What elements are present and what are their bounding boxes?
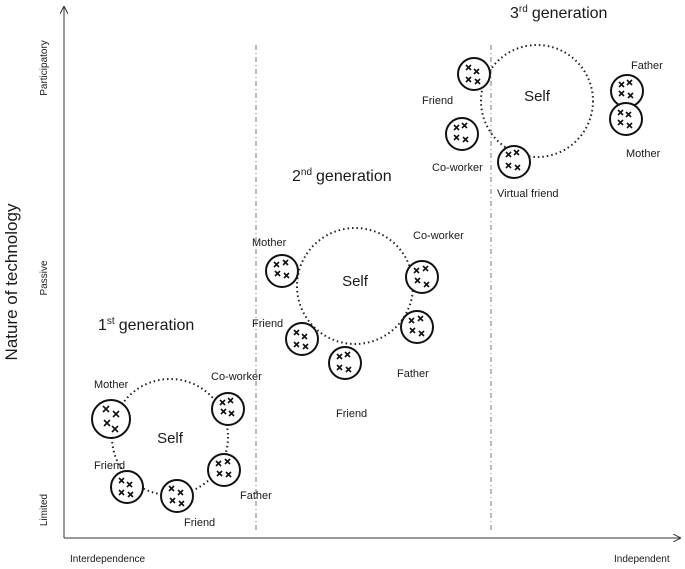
- self-circle-3: [480, 44, 594, 158]
- person-circle: [405, 260, 439, 294]
- x-tick-independent: Independent: [614, 554, 670, 565]
- member-label: Mother: [94, 379, 129, 391]
- person-circle: [445, 117, 479, 151]
- member-mother: Mother: [609, 102, 661, 160]
- crosses-icon: [118, 477, 134, 498]
- member-virtual-friend: Virtual friend: [497, 145, 559, 200]
- crosses-icon: [453, 122, 469, 143]
- person-circle: [400, 310, 434, 344]
- person-circle: [609, 102, 643, 136]
- member-label: Friend: [94, 460, 125, 472]
- member-label: Virtual friend: [497, 188, 559, 200]
- crosses-icon: [168, 485, 185, 507]
- crosses-icon: [505, 149, 521, 171]
- crosses-icon: [219, 397, 235, 417]
- person-circle: [211, 392, 245, 426]
- member-co-worker: Co-worker: [405, 230, 464, 294]
- person-circle: [160, 479, 194, 513]
- member-label: Friend: [336, 408, 367, 420]
- member-label: Mother: [626, 148, 661, 160]
- self-label-3: Self: [524, 88, 551, 105]
- member-co-worker: Co-worker: [211, 371, 262, 426]
- crosses-icon: [618, 79, 634, 99]
- member-label: Friend: [184, 517, 215, 529]
- person-circle: [207, 453, 241, 487]
- self-label-2: Self: [342, 273, 369, 290]
- crosses-icon: [408, 315, 425, 337]
- crosses-icon: [465, 64, 481, 85]
- y-tick-passive: Passive: [39, 260, 50, 295]
- member-father: Father: [397, 310, 434, 380]
- member-co-worker: Co-worker: [432, 117, 483, 174]
- member-label: Mother: [252, 237, 287, 249]
- crosses-icon: [215, 458, 232, 478]
- member-friend: Friend: [160, 479, 215, 529]
- member-label: Father: [631, 60, 663, 72]
- member-father: Father: [207, 453, 272, 502]
- crosses-icon: [617, 109, 633, 129]
- person-circle: [328, 346, 362, 380]
- y-tick-limited: Limited: [39, 494, 50, 526]
- y-tick-participatory: Participatory: [39, 40, 50, 96]
- member-label: Friend: [422, 95, 453, 107]
- member-label: Friend: [252, 318, 283, 330]
- member-friend: Friend: [94, 460, 144, 504]
- member-label: Co-worker: [211, 371, 262, 383]
- member-mother: Mother: [91, 379, 131, 439]
- member-label: Co-worker: [432, 162, 483, 174]
- member-mother: Mother: [252, 237, 299, 288]
- person-circle: [497, 145, 531, 179]
- member-friend: Friend: [328, 346, 367, 420]
- crosses-icon: [413, 265, 430, 288]
- x-tick-interdependence: Interdependence: [70, 554, 146, 565]
- crosses-icon: [336, 351, 352, 373]
- self-label-1: Self: [157, 430, 184, 447]
- crosses-icon: [102, 405, 120, 433]
- member-friend: Friend: [422, 57, 491, 107]
- person-circle: [91, 399, 131, 439]
- member-label: Co-worker: [413, 230, 464, 242]
- person-circle: [265, 254, 299, 288]
- member-label: Father: [397, 368, 429, 380]
- member-father: Father: [610, 60, 663, 108]
- crosses-icon: [293, 329, 309, 350]
- y-axis-title: Nature of technology: [2, 203, 21, 360]
- member-label: Father: [240, 490, 272, 502]
- crosses-icon: [273, 259, 290, 279]
- member-friend: Friend: [252, 318, 319, 356]
